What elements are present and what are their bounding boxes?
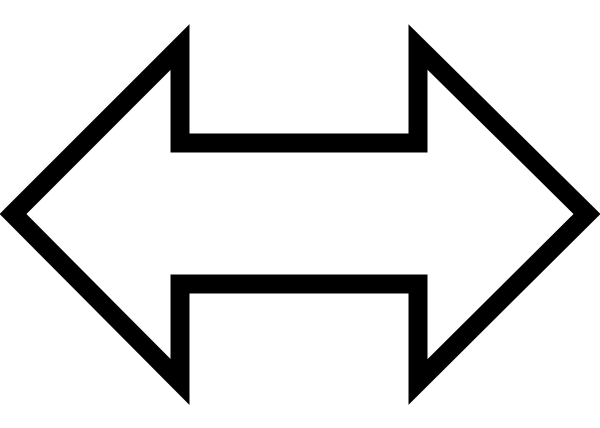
double-headed-arrow-icon-outline: [0, 24, 600, 406]
